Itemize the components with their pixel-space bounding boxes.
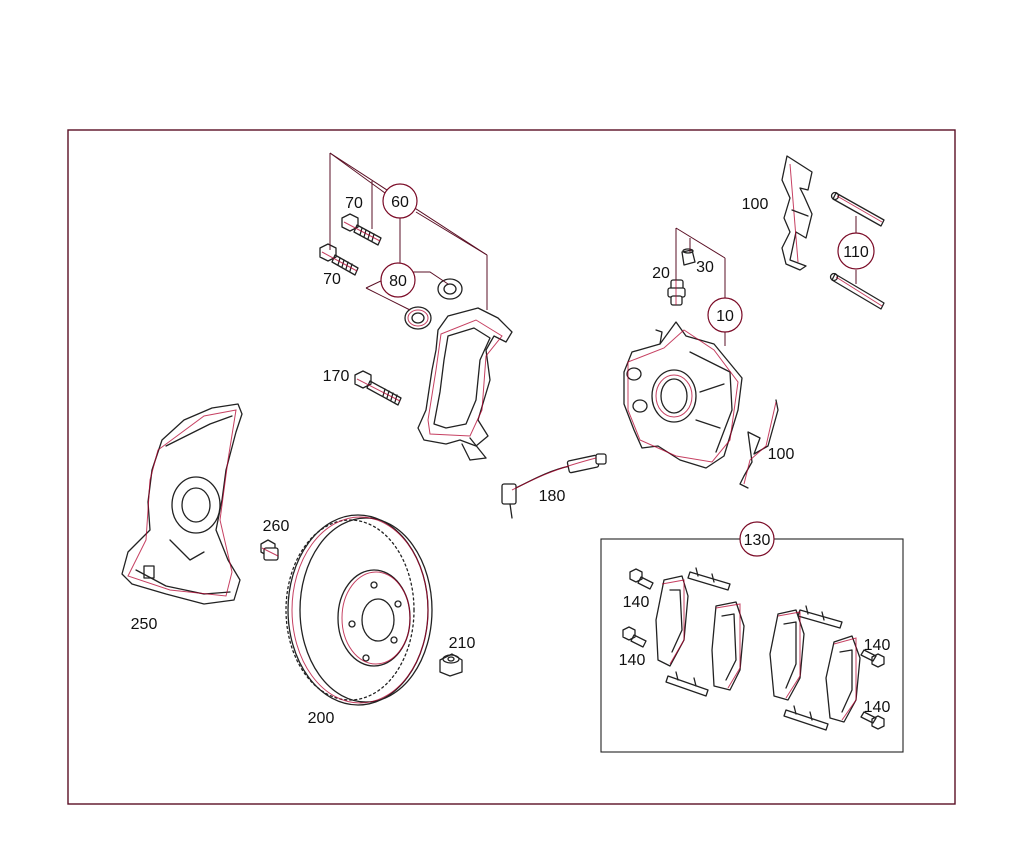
callout-60[interactable]: 60 bbox=[382, 183, 418, 219]
bolt-170-drawing bbox=[354, 370, 402, 406]
callout-140-b[interactable]: 140 bbox=[619, 652, 646, 669]
callout-110-label: 110 bbox=[843, 244, 869, 261]
splash-shield-250-drawing bbox=[121, 403, 243, 605]
callout-30-label: 30 bbox=[696, 259, 714, 276]
callout-110[interactable]: 110 bbox=[837, 232, 875, 270]
spring-clip-100-upper-drawing bbox=[781, 155, 813, 271]
callout-250-label: 250 bbox=[131, 616, 158, 633]
callout-200-label: 200 bbox=[308, 710, 335, 727]
screw-260-drawing bbox=[260, 539, 279, 561]
callout-180-label: 180 bbox=[539, 488, 566, 505]
brake-disc-200-drawing bbox=[285, 514, 433, 706]
callout-180[interactable]: 180 bbox=[539, 488, 566, 505]
callout-130-label: 130 bbox=[744, 532, 771, 549]
callout-70-upper-label: 70 bbox=[345, 195, 363, 212]
callout-10[interactable]: 10 bbox=[707, 297, 743, 333]
callout-170-label: 170 bbox=[323, 368, 350, 385]
callout-210[interactable]: 210 bbox=[449, 635, 476, 652]
callout-170[interactable]: 170 bbox=[323, 368, 350, 385]
callout-70-lower-label: 70 bbox=[323, 271, 341, 288]
spring-clip-100-lower-drawing bbox=[739, 399, 779, 489]
callout-80-label: 80 bbox=[389, 273, 407, 290]
leader-lines bbox=[329, 152, 857, 539]
callout-130[interactable]: 130 bbox=[739, 521, 775, 557]
callout-210-label: 210 bbox=[449, 635, 476, 652]
callout-10-label: 10 bbox=[716, 308, 734, 325]
callout-260[interactable]: 260 bbox=[263, 518, 290, 535]
callout-200[interactable]: 200 bbox=[308, 710, 335, 727]
wear-sensor-180-drawing bbox=[501, 453, 607, 519]
callout-140-d[interactable]: 140 bbox=[864, 699, 891, 716]
callout-260-label: 260 bbox=[263, 518, 290, 535]
callout-140-a-label: 140 bbox=[623, 594, 650, 611]
callout-20[interactable]: 20 bbox=[652, 265, 670, 282]
callout-100-lower-label: 100 bbox=[768, 446, 795, 463]
callout-140-c-label: 140 bbox=[864, 637, 891, 654]
callout-140-b-label: 140 bbox=[619, 652, 646, 669]
callout-30[interactable]: 30 bbox=[696, 259, 714, 276]
callout-100-lower[interactable]: 100 bbox=[768, 446, 795, 463]
callout-100-upper[interactable]: 100 bbox=[742, 196, 769, 213]
diagram-frame bbox=[67, 129, 956, 805]
brake-caliper-10-drawing bbox=[623, 321, 743, 469]
bolt-70-lower-drawing bbox=[319, 243, 359, 276]
callout-140-d-label: 140 bbox=[864, 699, 891, 716]
pad-kit-box bbox=[600, 538, 904, 753]
callout-70-lower[interactable]: 70 bbox=[323, 271, 341, 288]
bleeder-screw-20-drawing bbox=[667, 279, 686, 306]
bushing-80-drawing bbox=[404, 278, 463, 330]
callout-70-upper[interactable]: 70 bbox=[345, 195, 363, 212]
guide-pin-110-drawing bbox=[829, 191, 885, 310]
brake-pads-130-drawing bbox=[622, 567, 885, 731]
callout-140-a[interactable]: 140 bbox=[623, 594, 650, 611]
bolt-70-upper-drawing bbox=[341, 213, 382, 246]
callout-100-upper-label: 100 bbox=[742, 196, 769, 213]
callout-60-label: 60 bbox=[391, 194, 409, 211]
callout-250[interactable]: 250 bbox=[131, 616, 158, 633]
callout-140-c[interactable]: 140 bbox=[864, 637, 891, 654]
screw-210-drawing bbox=[439, 653, 463, 677]
caliper-carrier-drawing bbox=[417, 307, 513, 461]
callout-80[interactable]: 80 bbox=[380, 262, 416, 298]
callout-20-label: 20 bbox=[652, 265, 670, 282]
dust-cap-30-drawing bbox=[681, 248, 696, 266]
